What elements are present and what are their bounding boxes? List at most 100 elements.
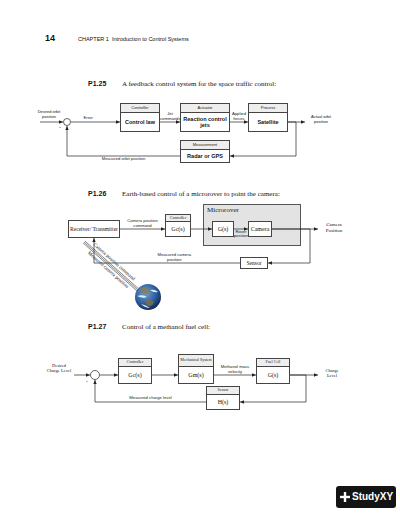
- signal-connector: [67, 126, 180, 156]
- problem-text: Control of a methanol fuel cell:: [122, 323, 210, 331]
- block-heading: Process: [261, 106, 275, 110]
- process-box: Fuel CellG(s): [256, 366, 290, 384]
- signal-label: Methanol mass velocity: [216, 365, 254, 374]
- output-label: Actual orbit position: [307, 115, 335, 124]
- problem-number: P1.27: [88, 323, 106, 331]
- block-heading: Controller: [170, 216, 186, 220]
- signal-connector: [268, 229, 310, 263]
- input-label: Desired Charge Level: [46, 363, 72, 373]
- input-arrow: [40, 122, 63, 123]
- group-box: MicroroverG(s) Camera: [203, 204, 301, 246]
- watermark-plus-icon: [340, 496, 350, 498]
- signal-connector: [120, 229, 165, 230]
- input-label: Desired orbit position: [34, 110, 64, 119]
- block-text: Radar or GPS: [187, 153, 223, 159]
- header-tab: Controller: [118, 358, 152, 367]
- problem-number: P1.25: [88, 80, 106, 88]
- process-box: Camera: [248, 221, 272, 237]
- link-label: Measured camera position: [86, 250, 129, 289]
- process-box: ControllerControl law: [120, 112, 160, 132]
- signal-connector: [94, 238, 240, 263]
- signal-connector: [191, 229, 212, 230]
- signal-label: Camera position command: [123, 219, 163, 228]
- block-heading: Controller: [127, 360, 143, 364]
- process-box: ControllerGc(s): [118, 366, 152, 384]
- summing-junction: -: [63, 118, 71, 126]
- output-arrow: [272, 229, 318, 230]
- block-heading: Actuator: [198, 106, 213, 110]
- watermark-badge: [336, 486, 396, 508]
- header-tab: Controller: [165, 214, 191, 222]
- header-tab: Controller: [120, 103, 160, 113]
- signal-label: Applied forces: [230, 112, 248, 121]
- header-tab: Measurement: [180, 140, 230, 150]
- earth-illustration: [135, 284, 161, 310]
- block-text: Satellite: [257, 119, 278, 125]
- junction-outline: [90, 370, 100, 380]
- header-tab: Mechanical System: [178, 354, 214, 367]
- watermark-plus-icon: [344, 492, 346, 502]
- signal-label: Error: [79, 117, 97, 122]
- block-heading: Fuel Cell: [266, 360, 281, 364]
- block-text: Control law: [125, 119, 155, 125]
- radio-link-line: [83, 243, 137, 291]
- header-tab: Process: [248, 103, 288, 113]
- process-box: SensorH(s): [206, 394, 240, 410]
- chapter-label: CHAPTER 1: [78, 36, 109, 42]
- block-text: Gc(s): [128, 372, 141, 379]
- process-box: MeasurementRadar or GPS: [180, 149, 230, 163]
- process-box: ActuatorReaction control jets: [180, 112, 230, 132]
- block-text: G(s): [218, 226, 229, 233]
- problem-text: A feedback control system for the space …: [122, 80, 276, 88]
- junction-outline: [63, 118, 71, 126]
- chapter-title: Introduction to Control Systems: [112, 36, 189, 42]
- block-text: Gm(s): [188, 372, 203, 379]
- earth-clouds: [137, 290, 158, 308]
- output-label: Charge Level: [320, 368, 344, 378]
- block-heading: Measurement: [193, 143, 217, 147]
- header-tab: Fuel Cell: [256, 358, 290, 367]
- block-heading: Sensor: [218, 388, 229, 392]
- process-box: G(s): [212, 221, 234, 237]
- header-tab: Actuator: [180, 103, 230, 113]
- output-arrow: [288, 122, 305, 123]
- output-arrow: [290, 375, 318, 376]
- page-number: 14: [45, 33, 55, 43]
- block-heading: Mechanical System: [180, 358, 211, 362]
- process-box: ControllerGc(s): [165, 221, 191, 237]
- signal-label: Measured camera position: [156, 253, 192, 262]
- radio-link-line: [84, 242, 138, 290]
- block-text: Reaction control jets: [181, 116, 229, 128]
- connector-group: [67, 122, 310, 402]
- signal-label: Measured charge level: [116, 397, 186, 402]
- signal-connector: [160, 122, 180, 123]
- signal-connector: [230, 122, 296, 156]
- block-text: Gc(s): [171, 226, 184, 233]
- junction-circle: [64, 119, 71, 126]
- link-label: Camera position command: [92, 242, 136, 282]
- signal-connector: [71, 122, 120, 123]
- process-box: Sensor: [240, 257, 268, 269]
- process-box: ProcessSatellite: [248, 112, 288, 132]
- signal-connector: [240, 375, 306, 402]
- signal-connector: [230, 122, 248, 123]
- sign-label: -: [59, 124, 61, 130]
- signal-connector: [234, 229, 248, 230]
- signal-connector: [214, 375, 256, 376]
- watermark: StudyXY: [352, 491, 393, 503]
- group-title: Microrover: [207, 207, 239, 215]
- summing-junction: -: [90, 370, 100, 380]
- earth-landmass: [146, 299, 154, 306]
- block-text: G(s): [268, 372, 279, 379]
- block-heading: Controller: [131, 106, 148, 110]
- output-label: Camera Position: [320, 222, 348, 234]
- signal-connector: [95, 380, 206, 402]
- block-text: H(s): [218, 399, 229, 406]
- earth-landmass: [140, 288, 149, 295]
- sign-label: -: [86, 378, 88, 384]
- signal-label: Measured orbit position: [89, 157, 159, 162]
